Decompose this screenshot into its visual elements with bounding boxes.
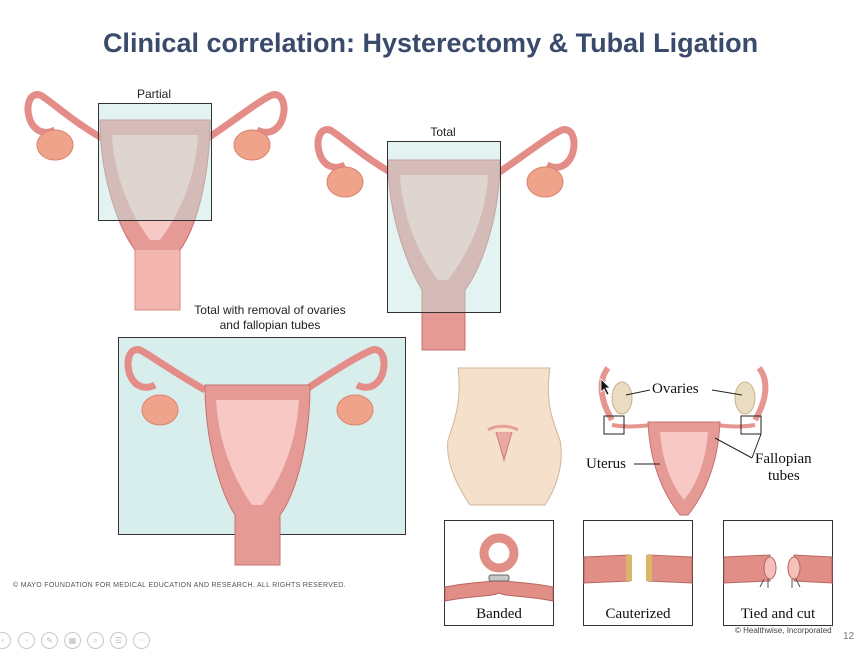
banded-drawing [444,533,554,602]
tied-and-cut-drawing [723,554,833,588]
healthwise-credit: © Healthwise, Incorporated [735,626,832,635]
total-label: Total [430,125,456,139]
cauterized-caption: Cauterized [605,606,671,622]
total-removal-label-line2: and fallopian tubes [219,318,321,332]
mouse-cursor-icon [600,378,611,396]
uterus-label: Uterus [586,456,626,472]
total-removal-label-line1: Total with removal of ovaries [194,303,346,317]
slides-icon[interactable]: ▦ [64,632,81,649]
tied-and-cut-panel: Tied and cut [723,520,833,626]
total-highlight-box [387,141,501,313]
partial-highlight-box [98,103,212,221]
pen-icon[interactable]: ✎ [41,632,58,649]
next-icon[interactable]: › [18,632,35,649]
partial-label: Partial [136,87,171,101]
page-number: 12 [843,631,855,642]
cauterized-panel: Cauterized [583,520,693,626]
ovaries-label: Ovaries [652,381,699,397]
banded-panel: Banded [444,520,554,626]
menu-icon[interactable]: ☰ [110,632,127,649]
cauterized-drawing [583,554,693,584]
zoom-icon[interactable]: ⌕ [87,632,104,649]
fallopian-label-line1: Fallopian [755,451,812,467]
more-icon[interactable]: ··· [133,632,150,649]
tied-and-cut-caption: Tied and cut [740,606,816,622]
mayo-copyright: © MAYO FOUNDATION FOR MEDICAL EDUCATION … [13,582,346,589]
slide-title: Clinical correlation: Hysterectomy & Tub… [102,28,759,58]
banded-caption: Banded [476,606,522,622]
fallopian-label-line2: tubes [768,468,800,484]
